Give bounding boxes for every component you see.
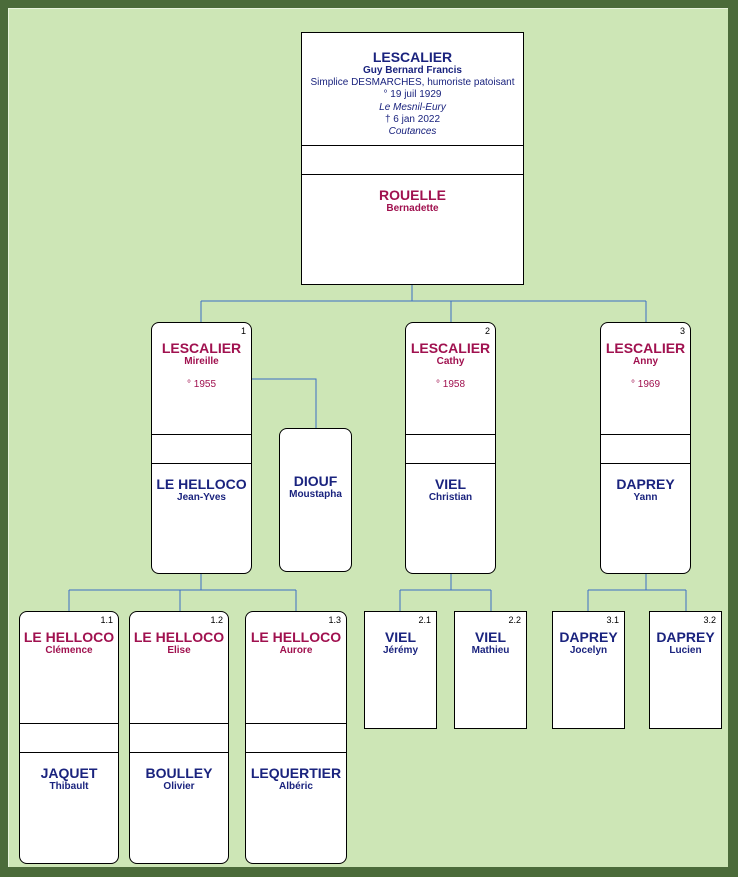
union-divider: [130, 752, 228, 753]
child-surname: LESCALIER: [410, 340, 491, 356]
spouse-surname: VIEL: [434, 476, 467, 492]
grandchild-surname: LE HELLOCO: [133, 629, 225, 645]
grandchild-card-2-2[interactable]: 2.2 VIEL Mathieu: [454, 611, 527, 729]
connector-family-2: [399, 573, 492, 611]
child-given-name: Cathy: [436, 356, 465, 367]
spouse-surname: LE HELLOCO: [156, 476, 247, 492]
grandchild-number: 3.2: [703, 615, 716, 625]
grandchild-given-name: Elise: [167, 645, 191, 656]
child-number: 2: [484, 326, 490, 336]
union-divider: [601, 434, 690, 435]
connector-second-union: [251, 378, 317, 428]
child-birth-date: ° 1955: [186, 379, 217, 390]
grandchild-given-name: Aurore: [279, 645, 313, 656]
grandchild-card-2-1[interactable]: 2.1 VIEL Jérémy: [364, 611, 437, 729]
child-surname: LESCALIER: [161, 340, 242, 356]
grandchild-given-name: Jocelyn: [569, 645, 608, 656]
spouse-given-name: Albéric: [279, 781, 313, 792]
connector-family-1: [68, 573, 297, 611]
grandchild-surname: LE HELLOCO: [23, 629, 115, 645]
child-card-2[interactable]: 2 LESCALIER Cathy ° 1958 VIEL Christian: [405, 322, 496, 574]
union-divider: [406, 463, 495, 464]
union-divider: [302, 174, 523, 175]
grandchild-surname: DAPREY: [656, 629, 715, 645]
grandchild-card-1-2[interactable]: 1.2 LE HELLOCO Elise BOULLEY Olivier: [129, 611, 229, 864]
union-divider: [246, 752, 346, 753]
grandchild-surname: VIEL: [384, 629, 417, 645]
spouse-surname: BOULLEY: [145, 765, 213, 781]
grandchild-given-name: Clémence: [45, 645, 93, 656]
grandchild-given-name: Jérémy: [382, 645, 419, 656]
root-given-names: Guy Bernard Francis: [363, 65, 462, 76]
root-birth-date: ° 19 juil 1929: [383, 89, 442, 101]
child-number: 1: [240, 326, 246, 336]
grandchild-number: 2.2: [508, 615, 521, 625]
spouse-given-name: Olivier: [163, 781, 195, 792]
union-divider: [406, 434, 495, 435]
child-card-3[interactable]: 3 LESCALIER Anny ° 1969 DAPREY Yann: [600, 322, 691, 574]
union-divider: [601, 463, 690, 464]
grandchild-card-3-1[interactable]: 3.1 DAPREY Jocelyn: [552, 611, 625, 729]
grandchild-card-1-3[interactable]: 1.3 LE HELLOCO Aurore LEQUERTIER Albéric: [245, 611, 347, 864]
child-given-name: Mireille: [184, 356, 219, 367]
root-person-section: LESCALIER Guy Bernard Francis Simplice D…: [302, 49, 523, 138]
child-birth-date: ° 1969: [630, 379, 661, 390]
root-person-card[interactable]: LESCALIER Guy Bernard Francis Simplice D…: [301, 32, 524, 285]
grandchild-surname: LE HELLOCO: [250, 629, 342, 645]
root-death-place: Coutances: [388, 126, 437, 138]
connector-lines: [68, 284, 687, 611]
root-death-date: † 6 jan 2022: [384, 113, 441, 125]
spouse-surname: JAQUET: [40, 765, 98, 781]
spouse-surname: DAPREY: [616, 476, 675, 492]
child-surname: LESCALIER: [605, 340, 686, 356]
spouse-surname: ROUELLE: [379, 187, 446, 203]
grandchild-card-1-1[interactable]: 1.1 LE HELLOCO Clémence JAQUET Thibault: [19, 611, 119, 864]
union-divider: [20, 752, 118, 753]
grandchild-number: 1.2: [210, 615, 223, 625]
union-divider: [246, 723, 346, 724]
spouse-given-name: Moustapha: [289, 489, 342, 500]
child-given-name: Anny: [633, 356, 658, 367]
grandchild-number: 2.1: [418, 615, 431, 625]
grandchild-given-name: Lucien: [669, 645, 702, 656]
union-divider: [130, 723, 228, 724]
grandchild-number: 1.3: [328, 615, 341, 625]
connector-root-children: [200, 284, 647, 322]
child-birth-date: ° 1958: [435, 379, 466, 390]
grandchild-surname: VIEL: [474, 629, 507, 645]
spouse-surname: LEQUERTIER: [250, 765, 342, 781]
grandchild-surname: DAPREY: [559, 629, 618, 645]
root-birth-place: Le Mesnil-Eury: [379, 101, 446, 113]
grandchild-number: 3.1: [606, 615, 619, 625]
grandchild-number: 1.1: [100, 615, 113, 625]
union-divider: [152, 463, 251, 464]
tree-canvas: LESCALIER Guy Bernard Francis Simplice D…: [8, 8, 728, 867]
root-surname: LESCALIER: [372, 49, 453, 65]
second-spouse-card[interactable]: DIOUF Moustapha: [279, 428, 352, 572]
child-number: 3: [679, 326, 685, 336]
child-card-1[interactable]: 1 LESCALIER Mireille ° 1955 LE HELLOCO J…: [151, 322, 252, 574]
spouse-surname: DIOUF: [293, 473, 338, 489]
spouse-given-name: Jean-Yves: [177, 492, 226, 503]
union-divider: [20, 723, 118, 724]
grandchild-given-name: Mathieu: [471, 645, 510, 656]
union-divider: [302, 145, 523, 146]
connector-family-3: [587, 573, 687, 611]
spouse-given-name: Yann: [633, 492, 658, 503]
root-spouse-section: ROUELLE Bernadette: [302, 187, 523, 215]
spouse-given-name: Christian: [428, 492, 473, 503]
grandchild-card-3-2[interactable]: 3.2 DAPREY Lucien: [649, 611, 722, 729]
union-divider: [152, 434, 251, 435]
spouse-given-name: Thibault: [49, 781, 89, 792]
spouse-given-name: Bernadette: [386, 203, 439, 214]
root-occupation: Simplice DESMARCHES, humoriste patoisant: [310, 77, 515, 88]
